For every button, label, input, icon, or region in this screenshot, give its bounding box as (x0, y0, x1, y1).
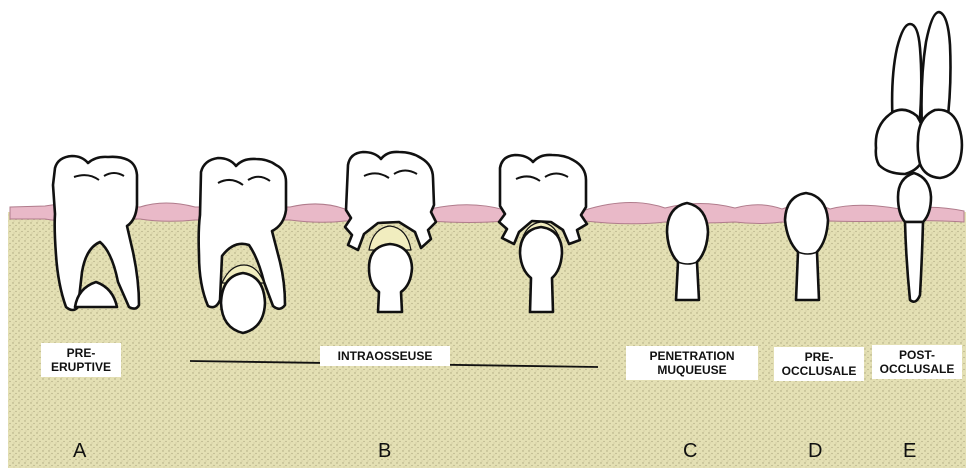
stage-e-lower-crown (898, 173, 931, 222)
stage-label-mucosal-penetration: PENETRATION MUQUEUSE (626, 346, 758, 380)
stage-label-pre-eruptive: PRE- ERUPTIVE (41, 343, 121, 377)
stage-letter-e: E (903, 440, 916, 463)
stage-label-pre-occlusal: PRE- OCCLUSALE (774, 347, 864, 381)
stage-label-post-occlusal: POST- OCCLUSALE (872, 345, 962, 379)
stage-label-intraosseous: INTRAOSSEUSE (320, 346, 450, 366)
stage-b1-permanent-crown (221, 273, 265, 333)
stage-letter-c: C (683, 440, 697, 463)
stage-letter-b: B (378, 440, 391, 463)
stage-letter-d: D (808, 440, 822, 463)
stage-e-upper-crown-right (918, 110, 962, 178)
alveolar-bone (8, 212, 966, 468)
stage-a-teeth (53, 156, 139, 310)
stage-letter-a: A (73, 440, 86, 463)
